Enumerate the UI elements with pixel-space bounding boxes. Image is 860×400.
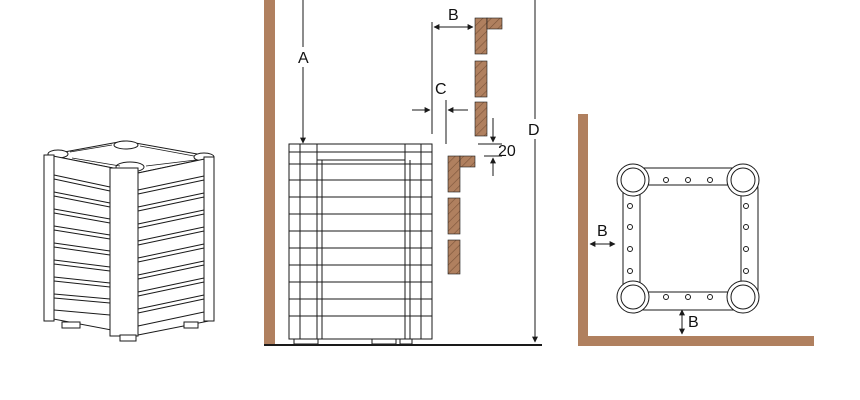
bench-board bbox=[447, 239, 461, 275]
label-d: D bbox=[528, 122, 540, 139]
bench-board bbox=[486, 17, 503, 30]
label-b-bottom: B bbox=[688, 314, 699, 331]
bench-board bbox=[474, 60, 488, 98]
wall-vertical bbox=[264, 0, 275, 345]
dimension-b-top bbox=[431, 22, 474, 134]
bench-board bbox=[447, 155, 461, 193]
heater-isometric bbox=[43, 140, 215, 342]
dimension-c bbox=[412, 100, 468, 144]
label-c: C bbox=[435, 81, 447, 98]
bench-board bbox=[447, 197, 461, 235]
label-b-top: B bbox=[448, 7, 459, 24]
bench-board bbox=[474, 17, 488, 55]
bench-board bbox=[474, 101, 488, 137]
label-a: A bbox=[298, 50, 309, 67]
label-gap: 20 bbox=[498, 143, 516, 160]
label-b-side: B bbox=[597, 223, 608, 240]
bench-board bbox=[459, 155, 476, 168]
wall-back bbox=[578, 336, 814, 346]
heater-front bbox=[288, 143, 433, 345]
heater-top-outline bbox=[616, 163, 760, 314]
wall-side bbox=[578, 114, 588, 346]
dimension-20 bbox=[478, 118, 502, 176]
side-elevation: A B C 20 D bbox=[264, 0, 544, 346]
top-view: B B bbox=[578, 114, 814, 346]
